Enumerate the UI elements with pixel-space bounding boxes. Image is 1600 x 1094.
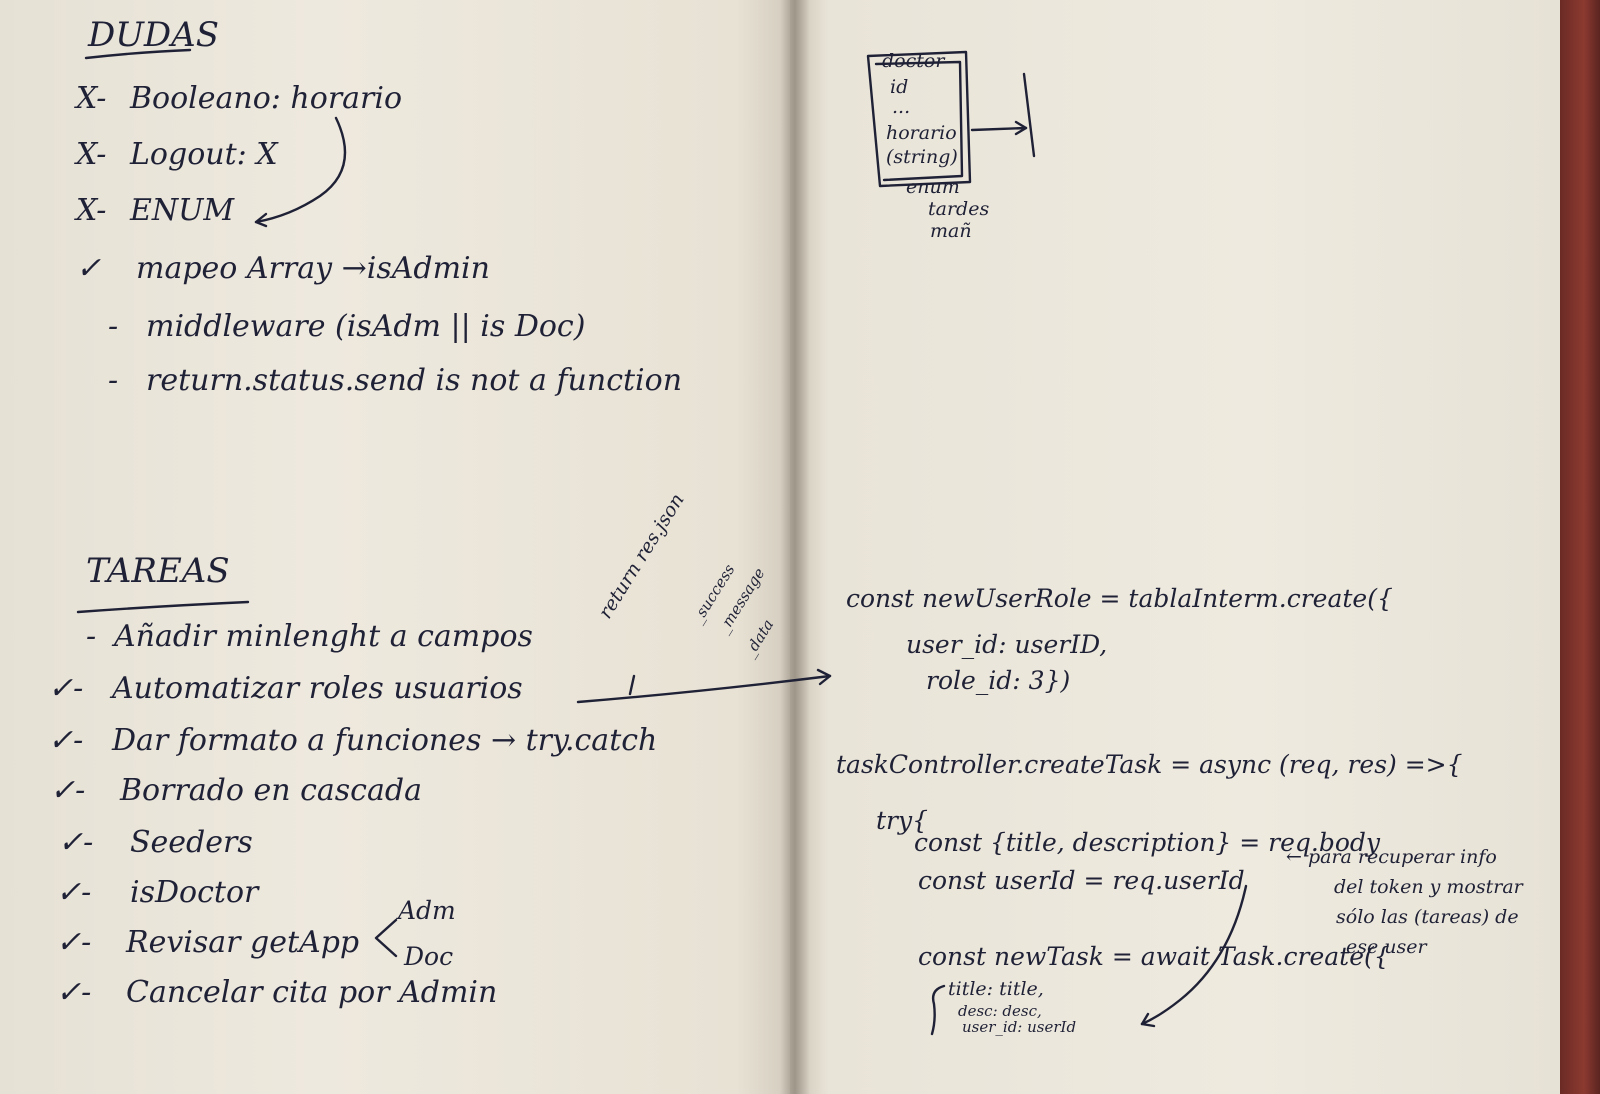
dudas-heading: DUDAS bbox=[88, 15, 220, 55]
tareas-mark-5: ✓- bbox=[58, 825, 94, 860]
dudas-underline bbox=[84, 48, 192, 60]
diagram-relation-arrow bbox=[970, 126, 1028, 132]
return-arrow bbox=[628, 674, 636, 696]
roles-arrowhead bbox=[816, 668, 832, 686]
side-note-line-1: ← para recuperar info bbox=[1286, 846, 1497, 868]
userid-arrowhead bbox=[1140, 1012, 1156, 1028]
getapp-branch-adm: Adm bbox=[398, 896, 456, 925]
code2-line-3: const {title, description} = req.body bbox=[914, 828, 1381, 857]
tareas-mark-4: ✓- bbox=[50, 773, 86, 808]
tareas-item-4: Borrado en cascada bbox=[120, 773, 422, 808]
tareas-mark-2: ✓- bbox=[48, 671, 84, 706]
dudas-mark-6: - bbox=[108, 363, 119, 398]
diagram-field-1: doctor bbox=[882, 50, 945, 72]
code2-line-6: title: title, bbox=[948, 978, 1044, 1000]
diagram-enum-value-1: tardes bbox=[928, 198, 990, 220]
dudas-mark-5: - bbox=[108, 309, 119, 344]
diagram-box-outer bbox=[866, 50, 972, 188]
diagram-field-4: horario bbox=[886, 122, 957, 144]
getapp-bracket bbox=[374, 918, 398, 958]
tareas-mark-7: ✓- bbox=[56, 925, 92, 960]
diagram-enum-label: enum bbox=[906, 176, 960, 198]
code2-line-2: try{ bbox=[876, 806, 929, 835]
tareas-item-1: Añadir minlenght a campos bbox=[114, 619, 533, 654]
dudas-item-3: ENUM bbox=[130, 193, 235, 228]
dudas-mark-4: ✓ bbox=[76, 251, 102, 286]
tareas-item-2: Automatizar roles usuarios bbox=[112, 671, 523, 706]
getapp-branch-doc: Doc bbox=[404, 942, 454, 971]
page-gutter bbox=[780, 0, 810, 1094]
code1-line-2: user_id: userID, bbox=[906, 630, 1108, 659]
side-note-line-4: ese user bbox=[1346, 936, 1427, 958]
notebook-cover-edge bbox=[1560, 0, 1600, 1094]
tareas-mark-1: - bbox=[86, 619, 97, 654]
userid-curve-arrow bbox=[1140, 884, 1248, 1026]
code2-line-4: const userId = req.userId bbox=[918, 866, 1245, 895]
tareas-item-7: Revisar getApp bbox=[126, 925, 360, 960]
tareas-underline bbox=[76, 600, 250, 614]
diagram-relation-arrowhead bbox=[1014, 120, 1028, 136]
tareas-mark-8: ✓- bbox=[56, 975, 92, 1010]
tareas-item-3: Dar formato a funciones → try.catch bbox=[112, 723, 658, 758]
code1-line-3: role_id: 3}) bbox=[926, 666, 1071, 695]
code1-line-1: const newUserRole = tablaInterm.create({ bbox=[846, 584, 1393, 613]
side-note-line-2: del token y mostrar bbox=[1334, 876, 1523, 898]
dudas-mark-2: X- bbox=[76, 137, 107, 172]
dudas-item-5: middleware (isAdm || is Doc) bbox=[146, 309, 586, 344]
diagram-enum-value-2: mañ bbox=[930, 220, 972, 242]
code2-line-5: const newTask = await Task.create({ bbox=[918, 942, 1390, 971]
code2-line-1: taskController.createTask = async (req, … bbox=[836, 750, 1463, 779]
code2-line-7: desc: desc, bbox=[958, 1002, 1042, 1020]
dudas-item-2: Logout: X bbox=[130, 137, 278, 172]
tareas-item-8: Cancelar cita por Admin bbox=[126, 975, 498, 1010]
dudas-mark-3: X- bbox=[76, 193, 107, 228]
enum-arrowhead bbox=[254, 212, 268, 228]
tareas-heading: TAREAS bbox=[86, 551, 230, 591]
dudas-item-4: mapeo Array →isAdmin bbox=[136, 251, 490, 286]
tareas-mark-3: ✓- bbox=[48, 723, 84, 758]
left-page bbox=[0, 0, 800, 1094]
diagram-field-3: ... bbox=[892, 96, 911, 118]
diagram-box-inner bbox=[874, 60, 964, 182]
tareas-item-6: isDoctor bbox=[130, 875, 259, 910]
diagram-field-2: id bbox=[890, 76, 909, 98]
tareas-item-5: Seeders bbox=[130, 825, 253, 860]
enum-curve-arrow bbox=[254, 116, 347, 224]
dudas-item-6: return.status.send is not a function bbox=[146, 363, 683, 398]
create-brace bbox=[930, 984, 946, 1036]
side-note-line-3: sólo las (tareas) de bbox=[1336, 906, 1519, 928]
dudas-mark-1: X- bbox=[76, 81, 107, 116]
roles-arrow bbox=[576, 674, 832, 704]
right-page bbox=[790, 0, 1560, 1094]
diagram-relation-line bbox=[1022, 72, 1036, 158]
diagram-field-5: (string) bbox=[886, 146, 958, 168]
code2-line-8: user_id: userId bbox=[962, 1018, 1077, 1036]
dudas-item-1: Booleano: horario bbox=[130, 81, 403, 116]
tareas-mark-6: ✓- bbox=[56, 875, 92, 910]
